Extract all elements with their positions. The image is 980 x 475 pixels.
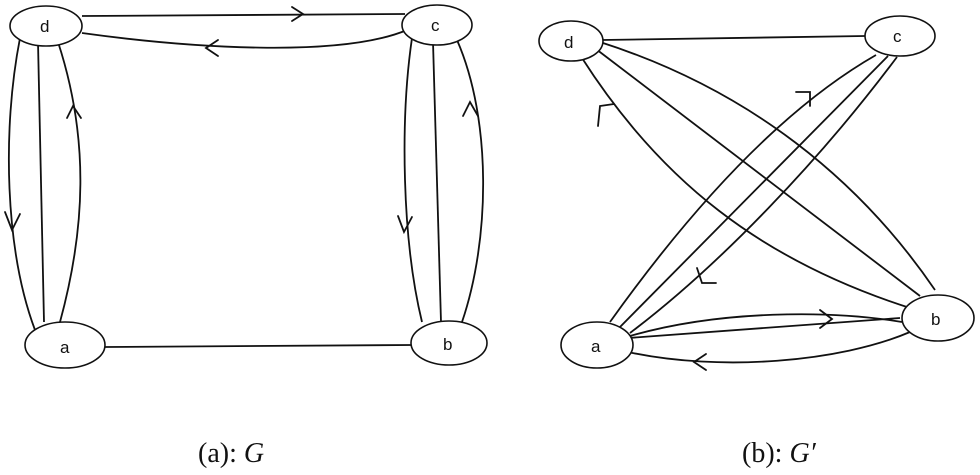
node-d: d (9, 5, 83, 47)
edge-d-b-1 (591, 45, 921, 297)
edge-b-d (581, 57, 911, 309)
edge-a-d (57, 41, 82, 323)
edge-d-a-straight (37, 41, 45, 323)
edge-d-b-2 (599, 41, 936, 291)
edge-b-a-arrow (692, 353, 707, 371)
node-c: c (864, 15, 936, 57)
edge-a-b (104, 344, 413, 348)
node-a: a (24, 321, 106, 369)
edge-d-c (81, 13, 406, 17)
node-label: c (431, 16, 440, 35)
edge-b-d-arrow (597, 103, 615, 127)
edge-a-d-arrow (66, 104, 82, 119)
node-label: a (60, 338, 70, 357)
node-label: d (40, 17, 49, 36)
edge-c-b-straight (432, 41, 442, 323)
edge-c-d-arrow (204, 39, 219, 57)
edge-d-a-outer (7, 37, 36, 331)
edge-b-c-arrow (462, 100, 479, 117)
edge-a-b-straight (627, 317, 901, 339)
node-label: d (564, 33, 573, 52)
node-label: c (893, 27, 902, 46)
edge-a-b-upper-arrow (819, 309, 834, 329)
edge-a-c-straight (619, 55, 889, 328)
edge-d-c-arrow (291, 6, 305, 22)
node-label: a (591, 337, 601, 356)
node-b: b (410, 320, 488, 366)
edge-d-a-outer-arrow (4, 211, 21, 233)
node-label: b (443, 335, 452, 354)
node-d: d (538, 20, 604, 62)
edge-a-b-upper (629, 313, 903, 337)
edge-a-c-up-arrow (795, 91, 811, 107)
edge-a-c-up (609, 54, 877, 323)
edge-b-a (627, 331, 911, 364)
edge-c-d (81, 29, 408, 49)
panel-g-prime: d c a b (b): G′ (538, 15, 975, 469)
caption-a: (a): G (198, 438, 264, 469)
edge-c-b-outer (403, 37, 423, 323)
edge-d-c-prime (601, 35, 866, 41)
edge-c-a (629, 56, 898, 334)
node-c: c (401, 4, 473, 46)
edge-c-b-outer-arrow (397, 215, 413, 235)
node-label: b (931, 310, 940, 329)
caption-b: (b): G′ (742, 438, 817, 469)
edge-c-a-arrow (696, 267, 717, 284)
node-a: a (560, 321, 634, 369)
panel-g: d c a b (a): G (4, 4, 488, 469)
node-b: b (901, 294, 975, 342)
edge-b-c (456, 39, 485, 323)
